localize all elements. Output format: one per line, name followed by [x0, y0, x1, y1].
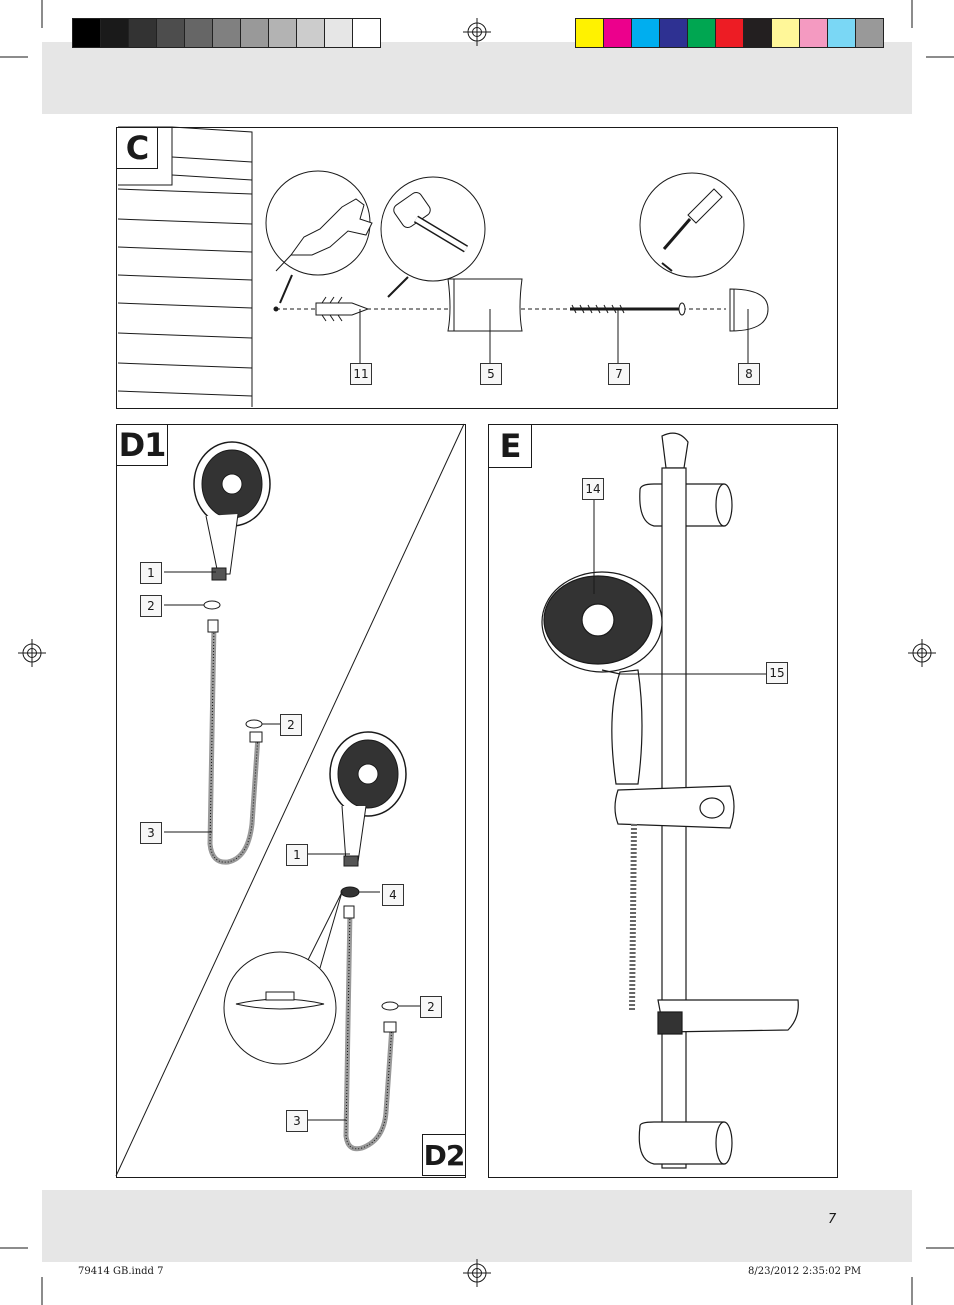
panel-c-letter: C	[116, 127, 158, 169]
color-swatch	[660, 19, 688, 47]
color-swatch	[576, 19, 604, 47]
hose-d2	[308, 905, 397, 1152]
hammer-icon	[380, 176, 486, 298]
detail-magnifier	[223, 951, 337, 1065]
process-color-bar	[575, 18, 884, 48]
washer-d2-hose	[381, 1001, 420, 1011]
color-swatch	[716, 19, 744, 47]
color-swatch	[129, 19, 157, 47]
callout-d1-3: 3	[140, 822, 162, 844]
color-swatch	[800, 19, 828, 47]
callout-15: 15	[766, 662, 788, 684]
registration-target-bottom	[463, 1259, 491, 1287]
bottom-end-cap	[638, 1121, 733, 1165]
registration-target-top	[463, 18, 491, 46]
color-swatch	[828, 19, 856, 47]
color-swatch	[772, 19, 800, 47]
callout-d1-2: 2	[140, 595, 162, 617]
color-swatch	[157, 19, 185, 47]
color-swatch	[856, 19, 883, 47]
washer-d1	[164, 600, 221, 610]
callout-d1-2b: 2	[280, 714, 302, 736]
panel-c	[116, 127, 838, 409]
callout-d1-1: 1	[140, 562, 162, 584]
hose-coil	[629, 823, 637, 1011]
bottom-band	[42, 1190, 912, 1262]
panel-e-letter: E	[488, 424, 532, 468]
wall-plug-part	[315, 296, 370, 363]
panel-d1-letter: D1	[116, 424, 168, 466]
color-swatch	[241, 19, 269, 47]
hand-shower-d1	[164, 441, 271, 581]
hand-shower-d2	[308, 731, 407, 867]
hand-shower-handle	[611, 669, 643, 785]
color-swatch	[632, 19, 660, 47]
washer-d1-hose	[245, 719, 284, 729]
color-swatch	[73, 19, 101, 47]
soap-dish	[657, 999, 799, 1035]
color-swatch	[269, 19, 297, 47]
slug-timestamp: 8/23/2012 2:35:02 PM	[748, 1266, 862, 1277]
callout-8: 8	[738, 363, 760, 385]
wall-bracket-part	[447, 278, 523, 363]
slider-holder	[614, 785, 735, 829]
panel-c-illustration	[117, 126, 769, 407]
callout-d2-3: 3	[286, 1110, 308, 1132]
slug-file-name: 79414 GB.indd 7	[78, 1266, 164, 1277]
diagonal-divider	[115, 423, 465, 1177]
shower-head-e	[541, 571, 663, 675]
color-swatch	[101, 19, 129, 47]
seal-d2	[305, 886, 380, 969]
color-swatch	[688, 19, 716, 47]
callout-d2-4: 4	[382, 884, 404, 906]
color-swatch	[353, 19, 380, 47]
panel-d2-letter: D2	[422, 1134, 466, 1176]
registration-target-right	[908, 639, 936, 667]
color-swatch	[604, 19, 632, 47]
screwdriver-icon	[639, 172, 745, 278]
color-swatch	[325, 19, 353, 47]
hose-d1	[164, 619, 263, 865]
registration-target-left	[18, 639, 46, 667]
callout-d2-2: 2	[420, 996, 442, 1018]
drill-icon	[265, 170, 373, 304]
wall-tiles	[117, 126, 253, 407]
callout-7: 7	[608, 363, 630, 385]
callout-14: 14	[582, 478, 604, 500]
cover-cap-part	[729, 288, 769, 363]
panel-e-illustration	[541, 432, 799, 1169]
screw-part	[570, 302, 686, 363]
panel-d-illustration	[115, 423, 465, 1177]
color-swatch	[185, 19, 213, 47]
callout-5: 5	[480, 363, 502, 385]
color-swatch	[213, 19, 241, 47]
callout-d2-1: 1	[286, 844, 308, 866]
top-band	[42, 42, 912, 114]
grayscale-color-bar	[72, 18, 381, 48]
page-number: 7	[828, 1212, 837, 1227]
color-swatch	[297, 19, 325, 47]
color-swatch	[744, 19, 772, 47]
callout-11: 11	[350, 363, 372, 385]
